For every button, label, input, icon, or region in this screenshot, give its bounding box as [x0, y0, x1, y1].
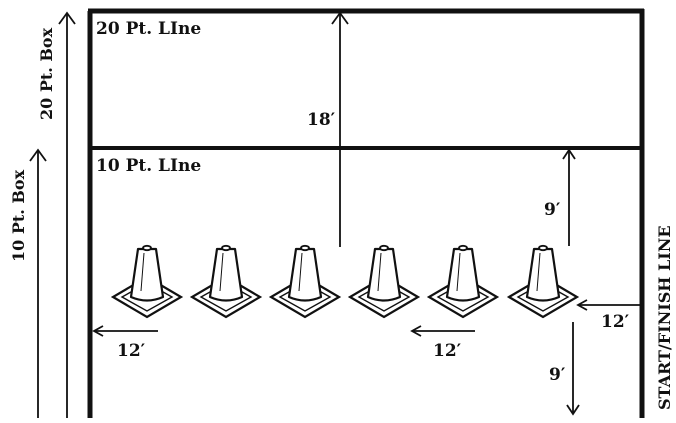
- distance-12-right-label: 12′: [601, 312, 630, 332]
- twenty-point-box-arrow: [58, 11, 76, 418]
- ten-point-line-label: 10 Pt. LIne: [96, 156, 201, 176]
- twelve-foot-right-arrow: [576, 299, 640, 311]
- arrows: [29, 11, 640, 418]
- twelve-foot-left-arrow: [92, 325, 158, 337]
- cone-2: [190, 244, 262, 319]
- eighteen-foot-arrow: [331, 11, 349, 247]
- cone-row: [111, 244, 579, 319]
- distance-9-upper-label: 9′: [544, 200, 561, 220]
- twenty-point-line-label: 20 Pt. LIne: [96, 19, 201, 39]
- nine-foot-upper-arrow: [562, 148, 576, 246]
- cone-6: [507, 244, 579, 319]
- distance-12-middle-label: 12′: [433, 341, 462, 361]
- field-outline: [87, 8, 645, 418]
- ten-point-box-arrow: [29, 148, 47, 418]
- cone-4: [348, 244, 420, 319]
- distance-12-left-label: 12′: [117, 341, 146, 361]
- nine-foot-lower-arrow: [566, 322, 580, 416]
- twelve-foot-middle-arrow: [410, 325, 475, 337]
- cone-3: [269, 244, 341, 319]
- cone-1: [111, 244, 183, 319]
- distance-18-label: 18′: [307, 110, 336, 130]
- twenty-point-box-label: 20 Pt. Box: [37, 27, 56, 120]
- distance-9-lower-label: 9′: [549, 365, 566, 385]
- cone-5: [427, 244, 499, 319]
- start-finish-line-label: START/FINISH LINE: [655, 225, 674, 410]
- ten-point-box-label: 10 Pt. Box: [9, 169, 28, 262]
